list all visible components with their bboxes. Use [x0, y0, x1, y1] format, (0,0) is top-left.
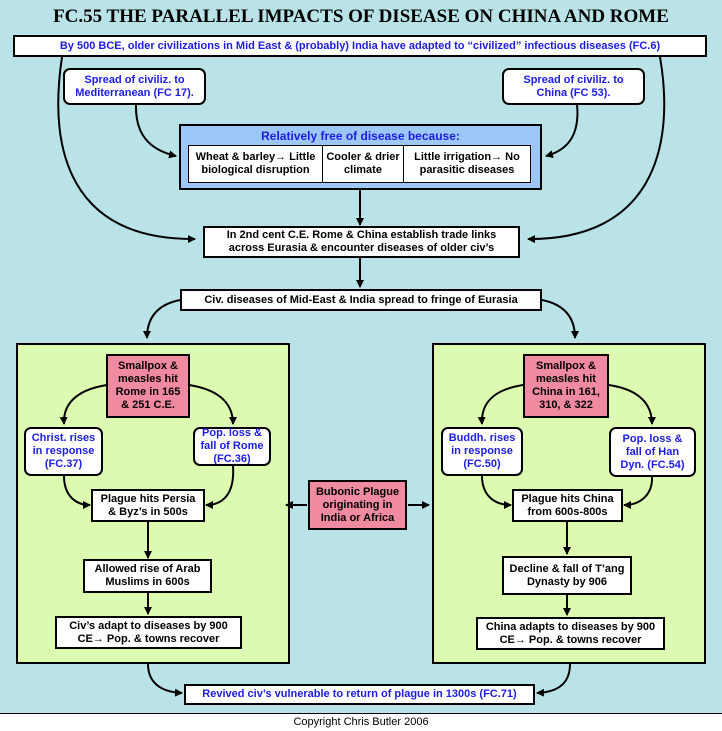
wheat-barley-cell: Wheat & barley→ Little biological disrup…: [188, 145, 323, 183]
china-smallpox-box: Smallpox & measles hit China in 161, 310…: [523, 354, 609, 418]
civ-diseases-spread-box: Civ. diseases of Mid-East & India spread…: [180, 289, 542, 311]
bubonic-plague-box: Bubonic Plague originating in India or A…: [308, 480, 407, 530]
buddhism-rises-box: Buddh. rises in response (FC.50): [441, 427, 523, 476]
tang-decline-box: Decline & fall of T’ang Dynasty by 906: [502, 556, 632, 595]
copyright-footer: Copyright Chris Butler 2006: [0, 713, 722, 730]
rome-pop-loss-box: Pop. loss & fall of Rome (FC.36): [193, 427, 271, 466]
spread-mediterranean-box: Spread of civiliz. to Mediterranean (FC …: [63, 68, 206, 105]
plague-china-box: Plague hits China from 600s-800s: [512, 489, 623, 522]
christianity-rises-box: Christ. rises in response (FC.37): [24, 427, 103, 476]
trade-links-box: In 2nd cent C.E. Rome & China establish …: [203, 226, 520, 258]
connector-arrows: [57, 56, 666, 697]
plague-persia-box: Plague hits Persia & Byz’s in 500s: [91, 489, 205, 522]
little-irrigation-cell: Little irrigation→ No parasitic diseases: [403, 145, 531, 183]
cooler-climate-cell: Cooler & drier climate: [322, 145, 404, 183]
disease-free-header: Relatively free of disease because:: [261, 129, 460, 143]
rome-adapt-box: Civ’s adapt to diseases by 900 CE→ Pop. …: [55, 616, 242, 649]
revived-civs-box: Revived civ’s vulnerable to return of pl…: [184, 684, 535, 705]
older-civilizations-box: By 500 BCE, older civilizations in Mid E…: [13, 35, 707, 57]
page-title: FC.55 THE PARALLEL IMPACTS OF DISEASE ON…: [53, 6, 669, 27]
arab-muslims-box: Allowed rise of Arab Muslims in 600s: [83, 559, 212, 593]
china-pop-loss-box: Pop. loss & fall of Han Dyn. (FC.54): [609, 427, 696, 477]
china-adapt-box: China adapts to diseases by 900 CE→ Pop.…: [476, 617, 665, 650]
spread-china-box: Spread of civiliz. to China (FC 53).: [502, 68, 645, 105]
rome-smallpox-box: Smallpox & measles hit Rome in 165 & 251…: [106, 354, 190, 418]
